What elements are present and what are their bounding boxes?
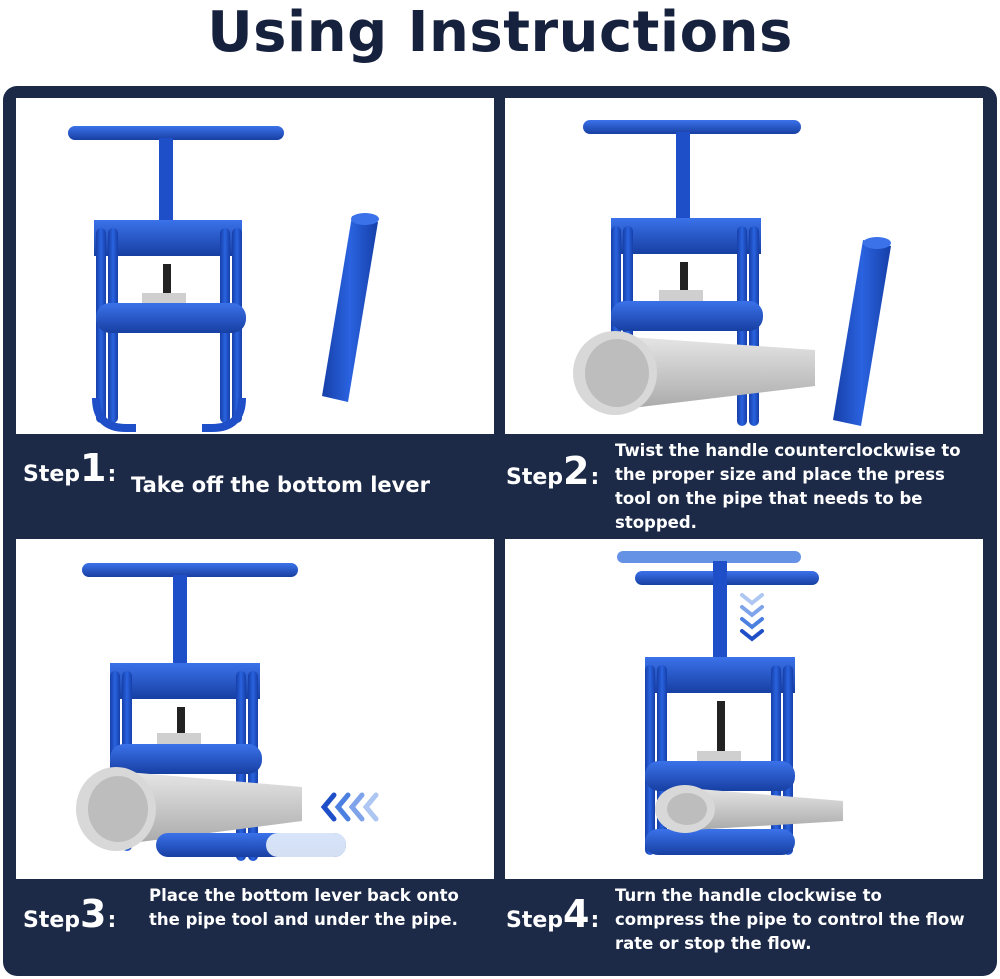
- step-1-description: Take off the bottom lever: [131, 473, 430, 497]
- bottom-lever: [833, 237, 891, 426]
- step-3-label: Step3:: [23, 892, 116, 936]
- step-number: 2: [563, 449, 589, 493]
- compressed-pipe: [655, 785, 843, 833]
- step-4-label: Step4:: [506, 892, 599, 936]
- step-2-label: Step2:: [506, 449, 599, 493]
- step-number: 1: [80, 446, 106, 490]
- step-colon: :: [590, 465, 600, 490]
- instructions-board: Step1: Take off the bottom lever Step2: …: [3, 86, 997, 976]
- step-word: Step: [506, 465, 564, 490]
- step-4-description: Turn the handle clockwise to compress th…: [615, 886, 965, 953]
- page-title: Using Instructions: [207, 0, 793, 65]
- pipe: [573, 331, 815, 415]
- bottom-lever-sliding: [156, 833, 346, 857]
- step-3-description: Place the bottom lever back onto the pip…: [149, 886, 459, 929]
- pipe-stopper-tool: [68, 126, 284, 432]
- pipe: [76, 767, 302, 851]
- bottom-lever: [322, 213, 379, 402]
- arrows-left-icon: [320, 792, 379, 822]
- step-word: Step: [23, 462, 81, 487]
- step-number: 3: [80, 892, 106, 936]
- step-3-illustration: [16, 539, 494, 879]
- step-colon: :: [107, 908, 117, 933]
- step-4-illustration: [505, 539, 983, 879]
- step-colon: :: [107, 462, 117, 487]
- pipe-stopper-tool: [617, 551, 819, 855]
- step-2-illustration: [505, 98, 983, 434]
- step-2-description: Twist the handle counterclockwise to the…: [615, 441, 961, 532]
- step-colon: :: [590, 908, 600, 933]
- arrows-down-icon: [740, 593, 764, 642]
- step-1-label: Step1:: [23, 446, 116, 490]
- step-word: Step: [23, 908, 81, 933]
- step-number: 4: [563, 892, 589, 936]
- step-1-illustration: [16, 98, 494, 434]
- step-word: Step: [506, 908, 564, 933]
